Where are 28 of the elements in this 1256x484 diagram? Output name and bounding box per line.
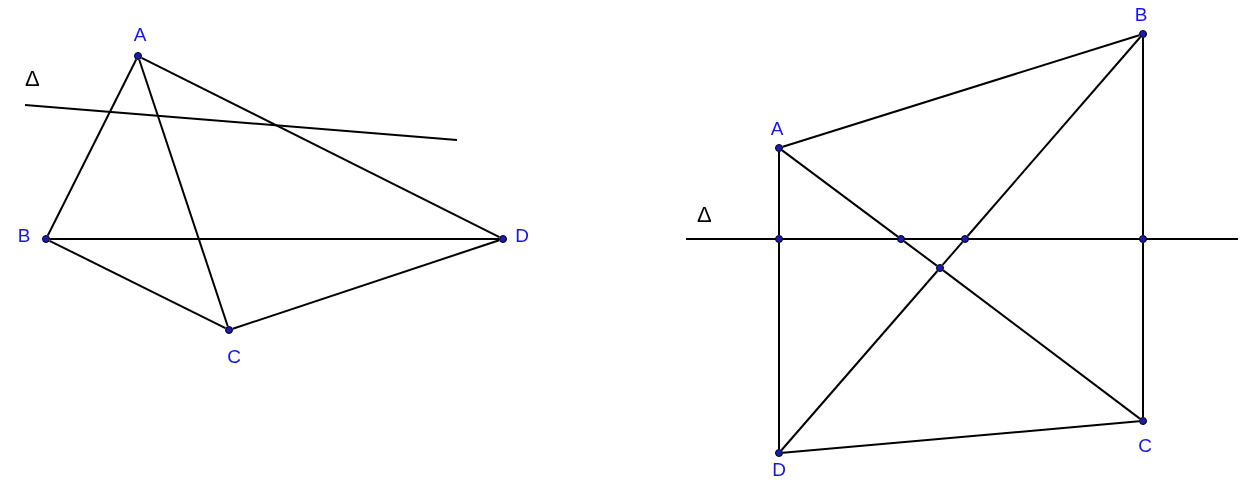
line-segment (49, 238, 500, 240)
point-label: D (515, 225, 529, 245)
line-segment (942, 269, 1141, 420)
line-segment (48, 239, 227, 330)
point-label: A (133, 24, 147, 44)
line-segment (231, 239, 501, 330)
point-label: B (17, 225, 31, 245)
line-segment (966, 36, 1142, 237)
point-label: C (1138, 435, 1152, 455)
line-segment (782, 420, 1140, 454)
line-label: Δ (25, 68, 40, 90)
line-segment (903, 240, 938, 267)
line-segment (140, 56, 501, 239)
line-label: Δ (697, 204, 712, 226)
line-segment (1142, 37, 1144, 236)
point-label: C (227, 346, 241, 366)
line-segment (780, 270, 939, 451)
point-label: A (770, 118, 784, 138)
line-segment (46, 58, 138, 237)
line-segment (1142, 242, 1144, 418)
point-label: B (1134, 4, 1148, 24)
line-segment (778, 151, 780, 236)
point-label: D (772, 459, 786, 479)
line-segment (941, 241, 964, 266)
line-segment (781, 34, 1141, 148)
line-segment (778, 242, 780, 450)
line-segment (781, 149, 899, 238)
line-segment (138, 58, 229, 328)
